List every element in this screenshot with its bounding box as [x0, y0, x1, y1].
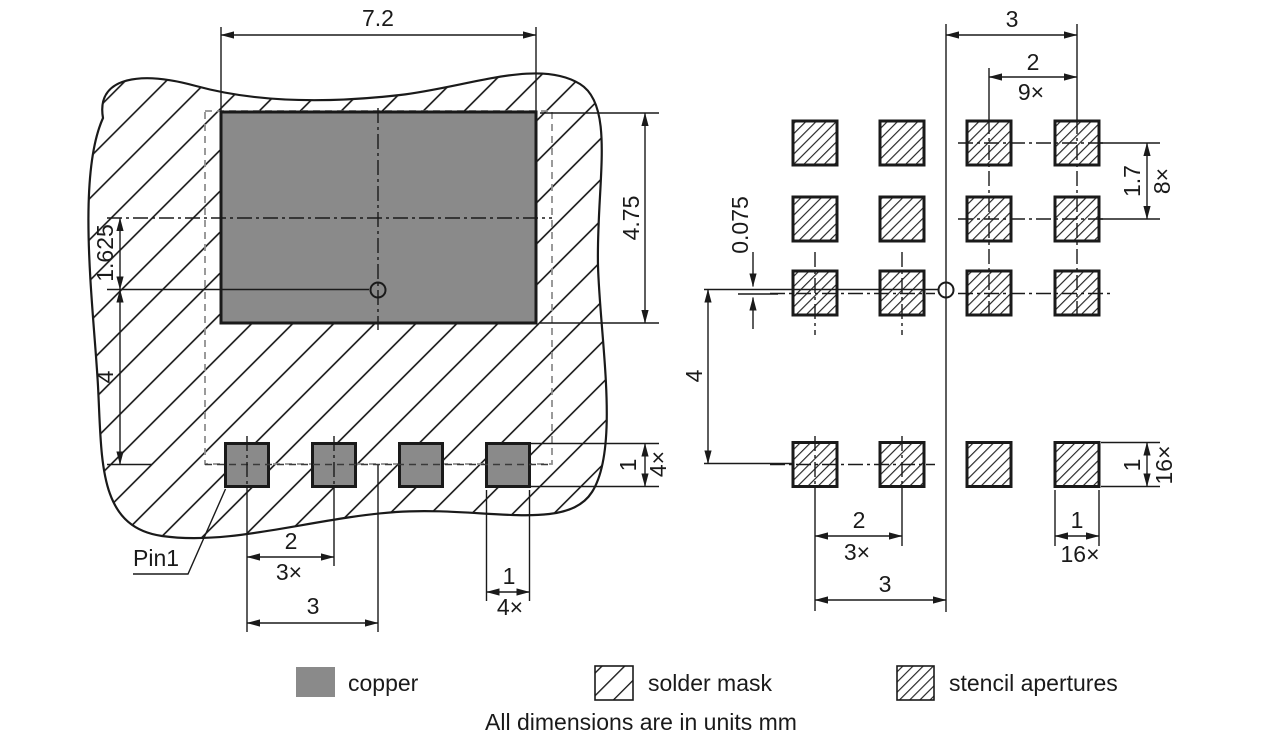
dim-label-aperture-height: 1 [1119, 459, 1145, 472]
dim-label-row-pitch-count: 8× [1149, 168, 1175, 194]
left-origin-marker [369, 281, 387, 299]
right-view-stencil: 3 2 9× 1.7 8× 0.075 4 2 3× 3 1 16× 1 16× [681, 6, 1177, 612]
legend-copper-label: copper [348, 670, 419, 696]
right-extension-lines [704, 24, 1160, 612]
stencil-aperture [1053, 441, 1101, 488]
stencil-aperture [878, 195, 926, 243]
dim-label-row-pitch: 1.7 [1119, 165, 1145, 197]
legend-copper-swatch [296, 667, 335, 697]
dim-label-row-offset: 0.075 [727, 196, 753, 254]
stencil-aperture [878, 119, 926, 167]
legend-solder-mask-label: solder mask [648, 670, 772, 696]
pin1-label: Pin1 [133, 545, 179, 571]
dim-label-col-span: 3 [1006, 6, 1019, 32]
dim-label-copper-height: 4.75 [618, 196, 644, 241]
legend-solder-mask-swatch [594, 665, 634, 701]
stencil-aperture [791, 195, 839, 243]
dim-label-aperture-width-count: 16× [1060, 541, 1099, 567]
dim-label-col-pitch: 2 [1027, 49, 1040, 75]
dim-label-center-offset: 1.625 [92, 224, 118, 282]
dim-label-pad-span: 3 [307, 593, 320, 619]
dim-label-aperture-height-count: 16× [1151, 445, 1177, 484]
left-extension-lines [107, 27, 659, 632]
right-centerlines-dashdot [770, 119, 1110, 492]
left-view-copper-soldermask: 7.2 4.75 1.625 4 1 4× 2 3× 3 1 4× Pin1 [87, 5, 671, 632]
stencil-aperture [791, 119, 839, 167]
dim-label-pad-pitch-count: 3× [276, 559, 302, 585]
dim-label-bottom-row-offset: 4 [681, 369, 707, 382]
pin1-leader-line [133, 488, 227, 575]
dim-label-col-pitch-count: 9× [1018, 79, 1044, 105]
dim-label-aperture-width: 1 [1071, 507, 1084, 533]
dim-label-aperture-pitch: 2 [853, 507, 866, 533]
dim-label-pad-pitch: 2 [285, 528, 298, 554]
dim-label-aperture-span: 3 [879, 571, 892, 597]
dim-label-pad-row-offset: 4 [92, 370, 118, 383]
dim-label-aperture-pitch-count: 3× [844, 539, 870, 565]
legend-stencil-label: stencil apertures [949, 670, 1118, 696]
legend-stencil-swatch [896, 665, 935, 701]
dim-label-pad-width-count: 4× [497, 594, 523, 620]
dim-label-pad-width: 1 [503, 563, 516, 589]
right-origin-marker [937, 281, 955, 299]
dim-label-pad-height-count: 4× [645, 451, 671, 477]
units-note: All dimensions are in units mm [485, 709, 797, 735]
stencil-aperture [965, 441, 1013, 488]
left-centerlines-dashdot [107, 108, 552, 492]
dim-label-copper-width: 7.2 [362, 5, 394, 31]
dim-label-pad-height: 1 [615, 459, 641, 472]
legend: copper solder mask stencil apertures [296, 665, 1118, 701]
